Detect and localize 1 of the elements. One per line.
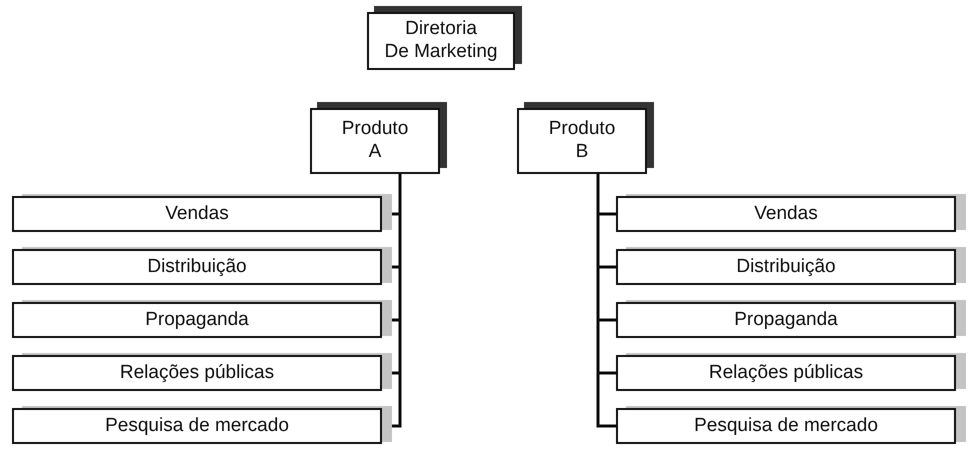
connector-line [596,174,616,428]
